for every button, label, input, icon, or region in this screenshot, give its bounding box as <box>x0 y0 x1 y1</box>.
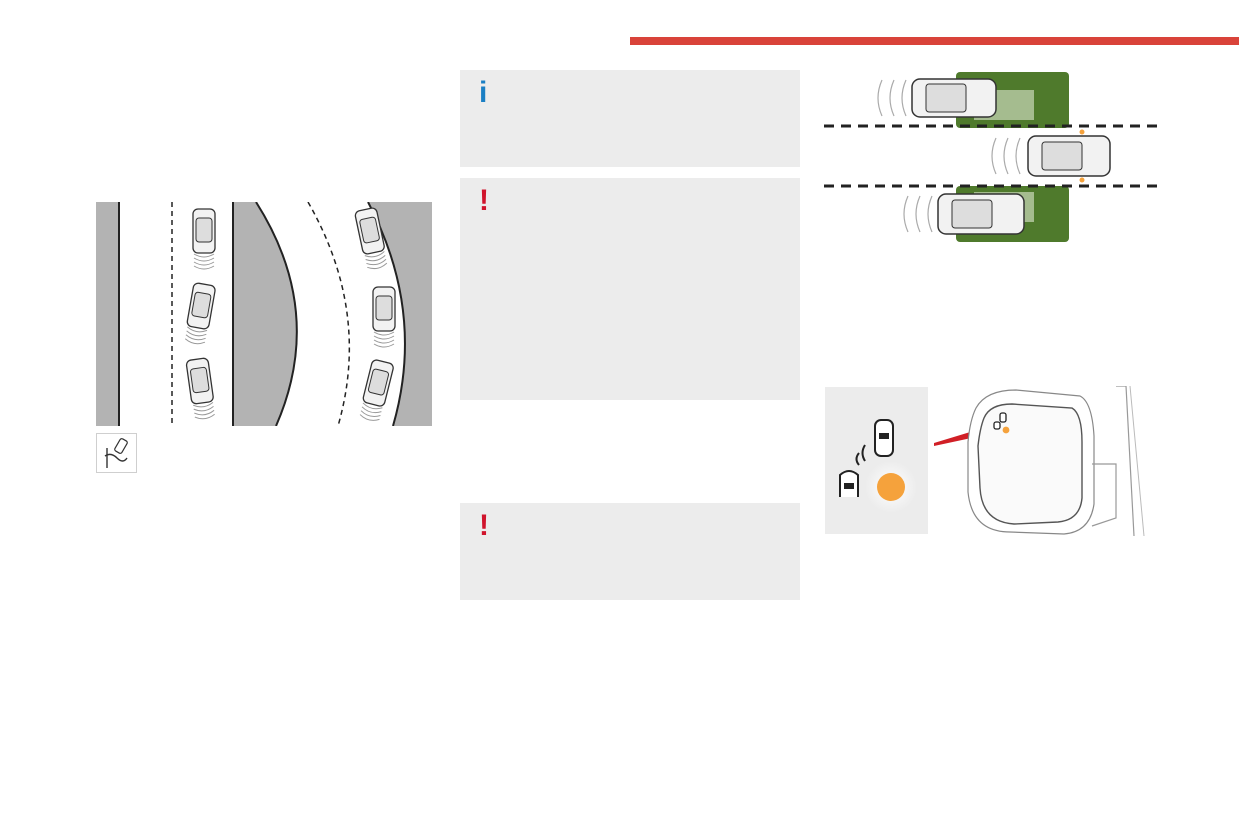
blind-spot-indicator-panel <box>825 387 928 534</box>
warning-note-box: ! <box>460 503 800 600</box>
info-icon: i <box>479 76 488 109</box>
lane-keeping-illustration <box>96 202 432 426</box>
blind-spot-zone-illustration <box>824 70 1160 245</box>
lane-departure-icon <box>96 433 137 473</box>
section-header-bar <box>630 37 1239 45</box>
door-mirror-illustration <box>930 386 1150 536</box>
warning-icon: ! <box>479 184 489 217</box>
warning-icon: ! <box>479 509 489 542</box>
warning-note-box: ! <box>460 178 800 400</box>
info-note-box: i <box>460 70 800 167</box>
